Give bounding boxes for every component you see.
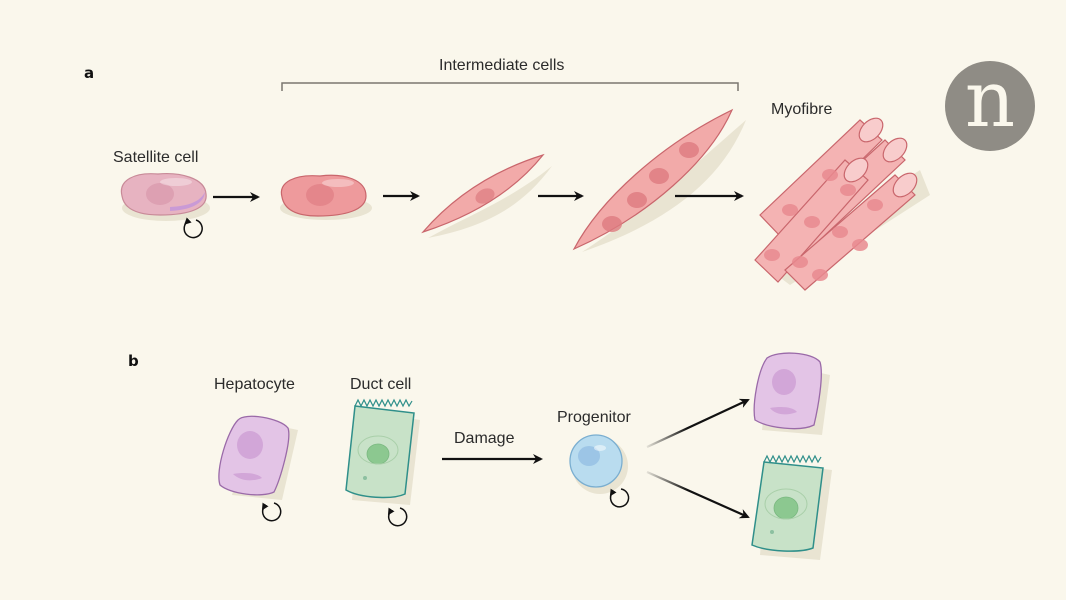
hepatocyte-cell bbox=[218, 415, 298, 522]
intermediate-cells-label: Intermediate cells bbox=[439, 57, 565, 74]
progenitor-cell bbox=[569, 434, 630, 508]
progenitor-label: Progenitor bbox=[557, 409, 631, 426]
satellite-cell bbox=[120, 173, 210, 239]
panel-a-label: a bbox=[84, 64, 95, 82]
hepatocyte-label: Hepatocyte bbox=[214, 376, 295, 393]
self-renewal-arrow-icon bbox=[387, 507, 408, 527]
intermediate-bracket bbox=[281, 82, 739, 91]
satellite-cell-label: Satellite cell bbox=[113, 149, 199, 166]
duct-cell-label: Duct cell bbox=[350, 376, 412, 393]
nature-logo: n bbox=[945, 61, 1035, 151]
intermediate-cell-1 bbox=[280, 174, 372, 220]
self-renewal-arrow-icon bbox=[609, 488, 630, 508]
output-duct-cell bbox=[751, 454, 832, 560]
output-hepatocyte bbox=[753, 352, 830, 435]
damage-label: Damage bbox=[454, 430, 515, 447]
self-renewal-arrow-icon bbox=[183, 217, 203, 239]
self-renewal-arrow-icon bbox=[261, 502, 282, 522]
intermediate-cell-3 bbox=[572, 108, 746, 252]
intermediate-cell-2 bbox=[421, 153, 552, 238]
arrow-to-hepatocyte bbox=[646, 398, 750, 448]
duct-cell bbox=[345, 398, 420, 527]
panel-b-label: b bbox=[128, 352, 139, 370]
myofibre-label: Myofibre bbox=[771, 101, 833, 118]
arrow-to-duct-cell bbox=[646, 470, 750, 519]
myofibre-bundle bbox=[754, 117, 930, 291]
